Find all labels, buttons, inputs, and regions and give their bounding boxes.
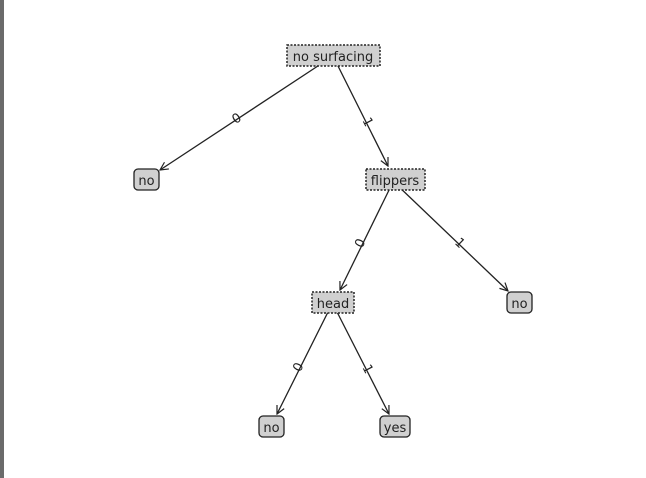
leaf-node: no [258,415,285,438]
window-border [0,0,4,478]
node-label: head [317,297,349,312]
edge-label: 0 [230,111,245,128]
leaf-node: yes [379,415,411,438]
node-label: no [138,174,154,189]
edge-head-leaf4 [334,307,389,414]
edge-label: 1 [359,362,376,376]
node-label: no [263,421,279,436]
edge-root-flippers [334,59,388,166]
leaf-node: no [133,168,160,191]
decision-node-head: head [311,291,355,314]
edge-root-leaf1 [160,59,328,170]
node-label: no [511,297,527,312]
node-label: no surfacing [293,50,373,65]
node-label: yes [384,421,407,436]
edge-label: 0 [352,236,369,250]
edge-flippers-head [340,183,393,290]
edge-flippers-leaf2 [395,183,508,291]
edge-head-leaf3 [277,307,331,414]
decision-node-root: no surfacing [286,44,381,67]
edge-label: 1 [359,115,376,129]
node-label: flippers [371,174,420,189]
leaf-node: no [506,291,533,314]
edge-label: 0 [290,360,307,374]
decision-node-flippers: flippers [365,168,426,191]
